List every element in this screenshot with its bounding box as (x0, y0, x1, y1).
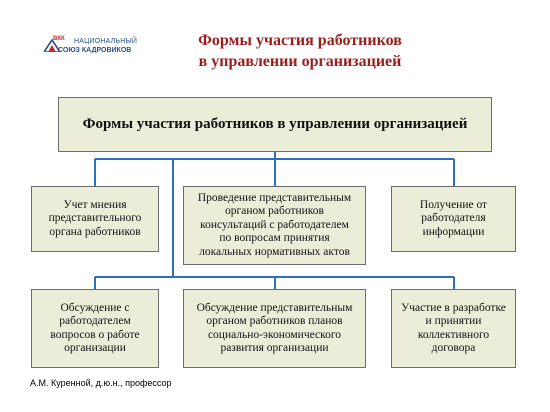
diagram-node-label: Проведение представительным органом рабо… (197, 191, 352, 258)
logo-text-line1: НАЦИОНАЛЬНЫЙ (74, 38, 138, 45)
page-title: Формы участия работников в управлении ор… (150, 30, 450, 72)
diagram-node-row2-1: Обсуждение с работодателем вопросов о ра… (31, 289, 159, 368)
diagram-root-box: Формы участия работников в управлении ор… (58, 97, 492, 152)
diagram-node-label: Участие в разработке и принятии коллекти… (401, 301, 506, 355)
author-credit: А.М. Куренной, д.ю.н., профессор (30, 378, 172, 388)
diagram-node-row2-3: Участие в разработке и принятии коллекти… (391, 289, 516, 368)
diagram-node-row2-2: Обсуждение представительным органом рабо… (183, 289, 366, 368)
diagram-root-label: Формы участия работников в управлении ор… (82, 115, 468, 132)
logo-abbreviation: ВКК (53, 36, 65, 42)
page-title-line2: в управлении организацией (198, 53, 402, 70)
logo-text-line2: СОЮЗ КАДРОВИКОВ (58, 47, 132, 54)
logo-mark-icon (44, 38, 60, 52)
diagram-node-row1-1: Учет мнения представительного органа раб… (31, 186, 159, 252)
diagram-node-label: Обсуждение с работодателем вопросов о ра… (50, 301, 140, 355)
diagram-node-label: Обсуждение представительным органом рабо… (196, 301, 353, 355)
diagram-node-label: Учет мнения представительного органа раб… (48, 198, 142, 238)
page-title-line1: Формы участия работников (198, 32, 402, 49)
brand-logo: ВКК НАЦИОНАЛЬНЫЙ СОЮЗ КАДРОВИКОВ (44, 36, 144, 62)
diagram-node-row1-2: Проведение представительным органом рабо… (183, 186, 366, 265)
diagram-node-label: Получение от работодателя информации (419, 198, 488, 238)
diagram-node-row1-3: Получение от работодателя информации (391, 186, 516, 252)
